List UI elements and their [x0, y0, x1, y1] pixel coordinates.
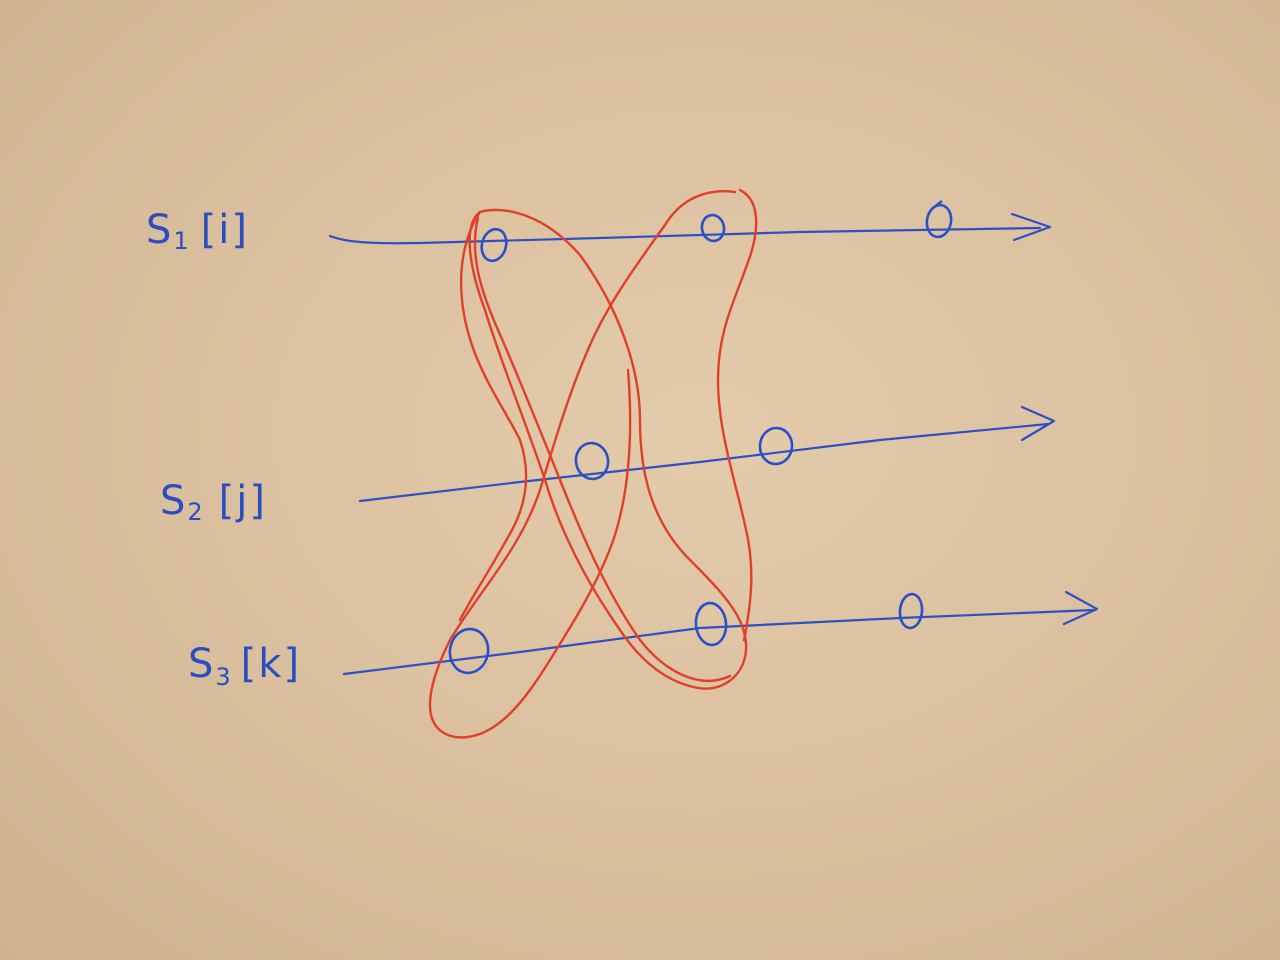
label-s2-index: [j]: [219, 478, 267, 524]
label-s2: S2 [j]: [160, 478, 267, 526]
grouping-loop-a-double: [473, 216, 732, 682]
sequence-line-s1-stroke: [328, 226, 1042, 245]
grouping-loop-b: [716, 188, 758, 642]
label-s1-sub: 1: [173, 227, 190, 255]
label-s2-sub: 2: [187, 498, 204, 526]
s3-node-3: [898, 592, 924, 630]
label-s3-index: [k]: [241, 641, 301, 687]
sequence-line-s2: [358, 405, 1056, 503]
s1-node-3-tick: [932, 199, 943, 210]
svg-text:S2[j]: S2 [j]: [160, 478, 267, 526]
sequence-line-s2-arrowhead: [1020, 405, 1056, 442]
s1-nodes: [480, 199, 953, 263]
sequence-line-s1: [328, 212, 1052, 245]
sequence-line-s1-arrowhead: [1010, 212, 1052, 242]
s2-node-2: [758, 426, 794, 466]
s3-node-2: [694, 601, 728, 647]
s1-node-2: [700, 213, 726, 243]
grouping-loops: [428, 188, 758, 739]
label-s3-sub: 3: [215, 663, 232, 691]
label-s1-index: [i]: [201, 207, 249, 253]
s3-node-1: [448, 627, 490, 675]
sequence-line-s3-arrowhead: [1062, 590, 1099, 626]
sequence-line-s3: [342, 590, 1099, 676]
svg-text:S3[k]: S3 [k]: [188, 641, 301, 691]
label-s1: S1 [i]: [146, 207, 249, 255]
s2-nodes: [574, 426, 794, 481]
s1-node-1: [480, 227, 508, 263]
sequence-line-s2-stroke: [358, 422, 1050, 503]
sequence-line-s3-stroke: [342, 608, 1096, 676]
label-s3-main: S: [188, 641, 215, 687]
label-s3: S3 [k]: [188, 641, 301, 691]
svg-text:S1[i]: S1 [i]: [146, 207, 249, 255]
grouping-loop-b-inner: [428, 190, 737, 739]
s3-nodes: [448, 592, 924, 675]
label-s2-main: S: [160, 478, 187, 524]
grouping-loop-a: [468, 208, 748, 690]
s2-node-1: [574, 441, 610, 481]
label-s1-main: S: [146, 207, 173, 253]
s1-node-3: [925, 203, 953, 239]
grouping-loop-a-top: [458, 210, 528, 622]
